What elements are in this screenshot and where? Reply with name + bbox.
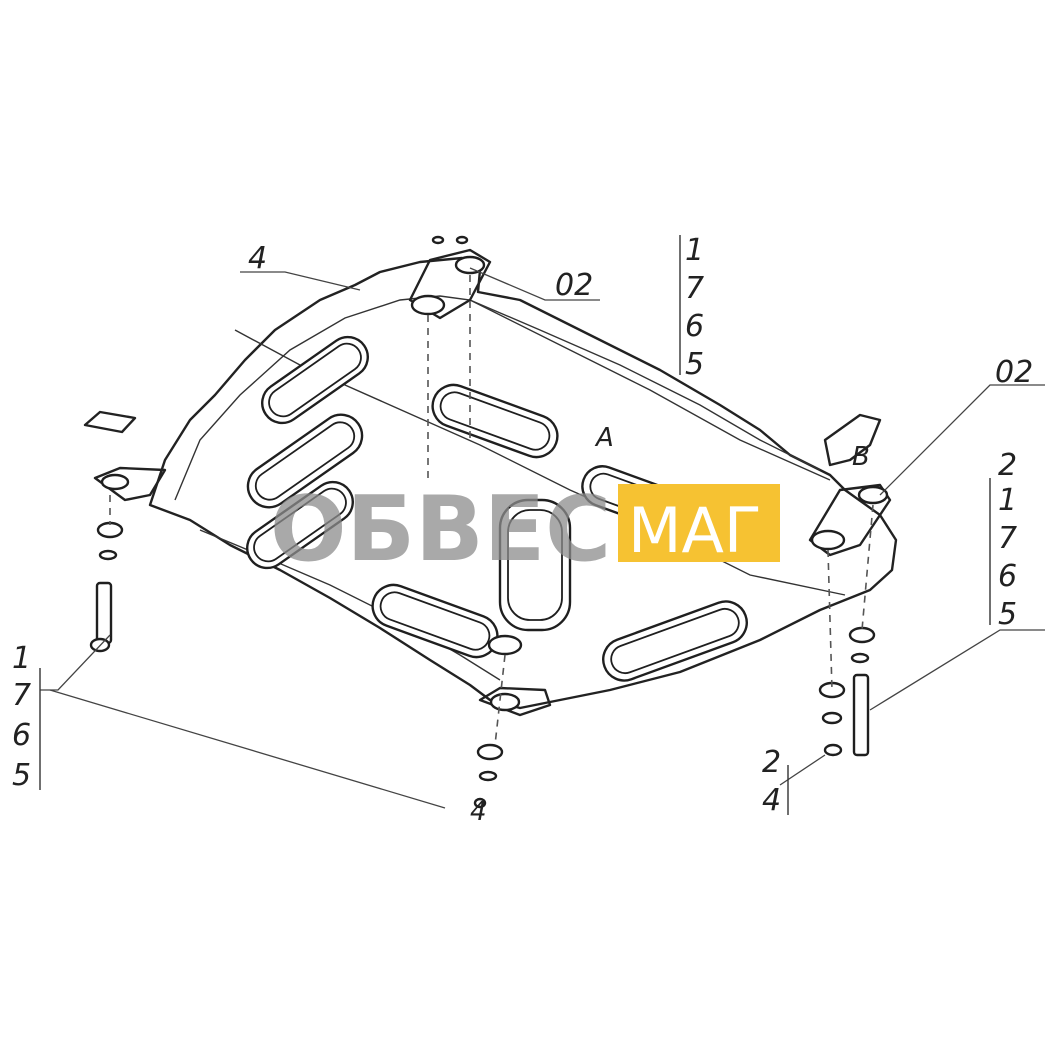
plate-cutouts — [246, 335, 748, 682]
stack-right-5: 5 — [998, 597, 1017, 632]
stack-top-3: 6 — [685, 309, 704, 344]
bracket-left — [83, 410, 167, 502]
watermark: ОБВЕС МАГ — [270, 477, 780, 582]
callout-top-left: 4 — [248, 241, 267, 276]
watermark-text-left: ОБВЕС — [270, 477, 611, 582]
stack-top-2: 7 — [685, 271, 704, 306]
fastener-top — [431, 235, 469, 245]
bracket-upper-right-clip — [823, 413, 882, 467]
fastener-right — [818, 626, 876, 757]
stack-left-2: 7 — [12, 678, 31, 713]
bracket-top — [408, 248, 492, 320]
stack-left-1: 1 — [12, 641, 31, 676]
stack-right-2: 1 — [998, 483, 1017, 518]
bottom-center-callout: 4 — [470, 797, 487, 827]
watermark-accent-box — [618, 484, 780, 562]
leader-lines — [39, 235, 1045, 815]
stack-right-4: 6 — [998, 559, 1017, 594]
stack-top-1: 1 — [685, 233, 704, 268]
bottom-right-1: 2 — [762, 745, 781, 780]
assembly-axes — [109, 275, 874, 746]
stack-top-4: 5 — [685, 347, 704, 382]
callout-right-02: 02 — [995, 355, 1033, 390]
stack-right-3: 7 — [998, 521, 1017, 556]
fastener-left — [89, 521, 124, 653]
watermark-text-right: МАГ — [628, 494, 762, 567]
bottom-right-2: 4 — [762, 783, 781, 818]
bracket-bottom — [478, 634, 552, 717]
part-letter-a: A — [594, 423, 614, 453]
bracket-right — [808, 483, 892, 557]
part-letter-b: B — [852, 442, 870, 472]
stack-right-1: 2 — [998, 448, 1017, 483]
callout-labels: 4 02 02 1 7 6 5 2 1 7 6 5 1 7 6 5 2 4 4 … — [12, 233, 1033, 827]
fastener-bottom — [473, 743, 504, 809]
callout-top-02: 02 — [555, 268, 593, 303]
stack-left-4: 5 — [12, 758, 31, 793]
stack-left-3: 6 — [12, 718, 31, 753]
